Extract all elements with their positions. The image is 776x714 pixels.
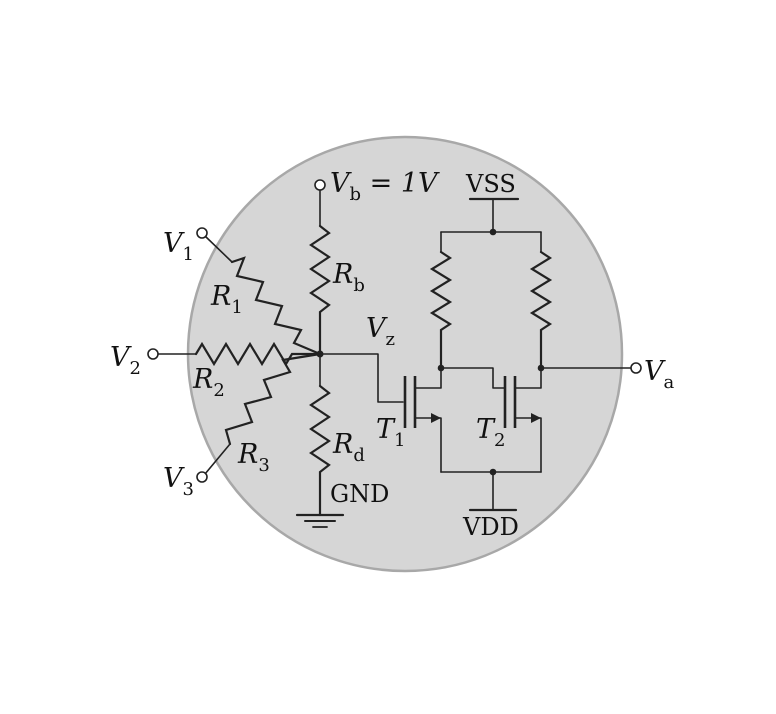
- label-v1: V1: [163, 228, 194, 265]
- summing-node: [316, 350, 324, 358]
- resistor-r1: [230, 256, 322, 356]
- label-vb: Vb = 1V: [330, 168, 440, 205]
- t2-gate-wire: [440, 367, 506, 389]
- bias-column: [295, 189, 345, 528]
- label-r3: R3: [237, 439, 270, 476]
- terminal-va: [630, 362, 642, 374]
- label-r2: R2: [192, 364, 225, 401]
- label-r1: R1: [210, 281, 243, 318]
- resistor-rd: [309, 384, 331, 517]
- label-t2: T2: [476, 414, 505, 451]
- resistor-rb: [309, 224, 331, 356]
- label-v2: V2: [110, 342, 141, 379]
- label-t1: T1: [376, 414, 405, 451]
- v1-lead: [204, 235, 233, 263]
- label-gnd: GND: [330, 480, 389, 508]
- label-vdd: VDD: [462, 513, 519, 541]
- background-circle: [186, 135, 624, 573]
- resistor-load-left: [429, 250, 453, 370]
- label-v3: V3: [163, 463, 194, 500]
- terminal-vb: [314, 179, 326, 191]
- label-vz: Vz: [366, 313, 395, 350]
- resistor-r2: [194, 341, 322, 367]
- label-rd: Rd: [332, 429, 365, 466]
- input-network: [157, 235, 322, 475]
- label-rb: Rb: [332, 259, 365, 296]
- vz-wire: [319, 353, 404, 403]
- transistor-t1: [403, 367, 442, 473]
- terminal-v2: [147, 348, 159, 360]
- terminal-v3: [196, 471, 208, 483]
- v3-lead: [204, 443, 231, 475]
- terminal-v1: [196, 227, 208, 239]
- resistor-load-right: [529, 250, 553, 370]
- label-vss: VSS: [465, 170, 516, 198]
- vss-node: [489, 228, 497, 236]
- transistor-stage: [403, 197, 632, 512]
- resistor-r3: [224, 352, 322, 446]
- label-va: Va: [644, 356, 675, 393]
- transistor-t2: [503, 367, 542, 473]
